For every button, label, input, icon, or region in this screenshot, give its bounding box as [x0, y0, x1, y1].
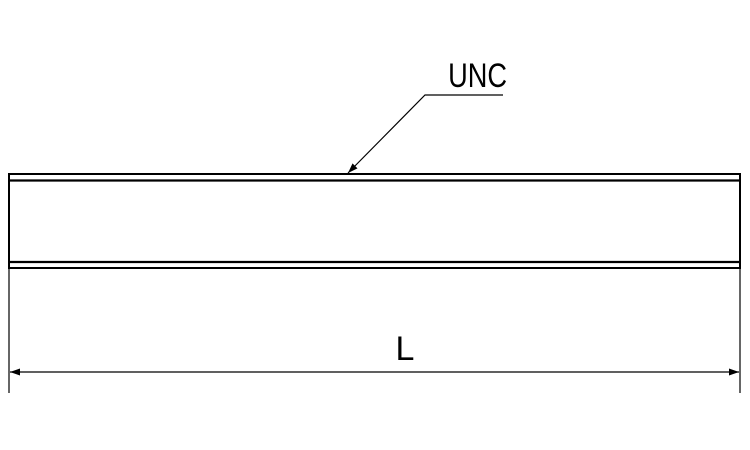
leader-line: [347, 94, 503, 174]
thread-label: UNC: [448, 56, 507, 95]
rod: [8, 173, 741, 269]
rod-outline: [8, 173, 741, 269]
thread-callout: [347, 94, 503, 174]
length-dimension: [8, 268, 741, 393]
length-label: L: [396, 330, 415, 368]
